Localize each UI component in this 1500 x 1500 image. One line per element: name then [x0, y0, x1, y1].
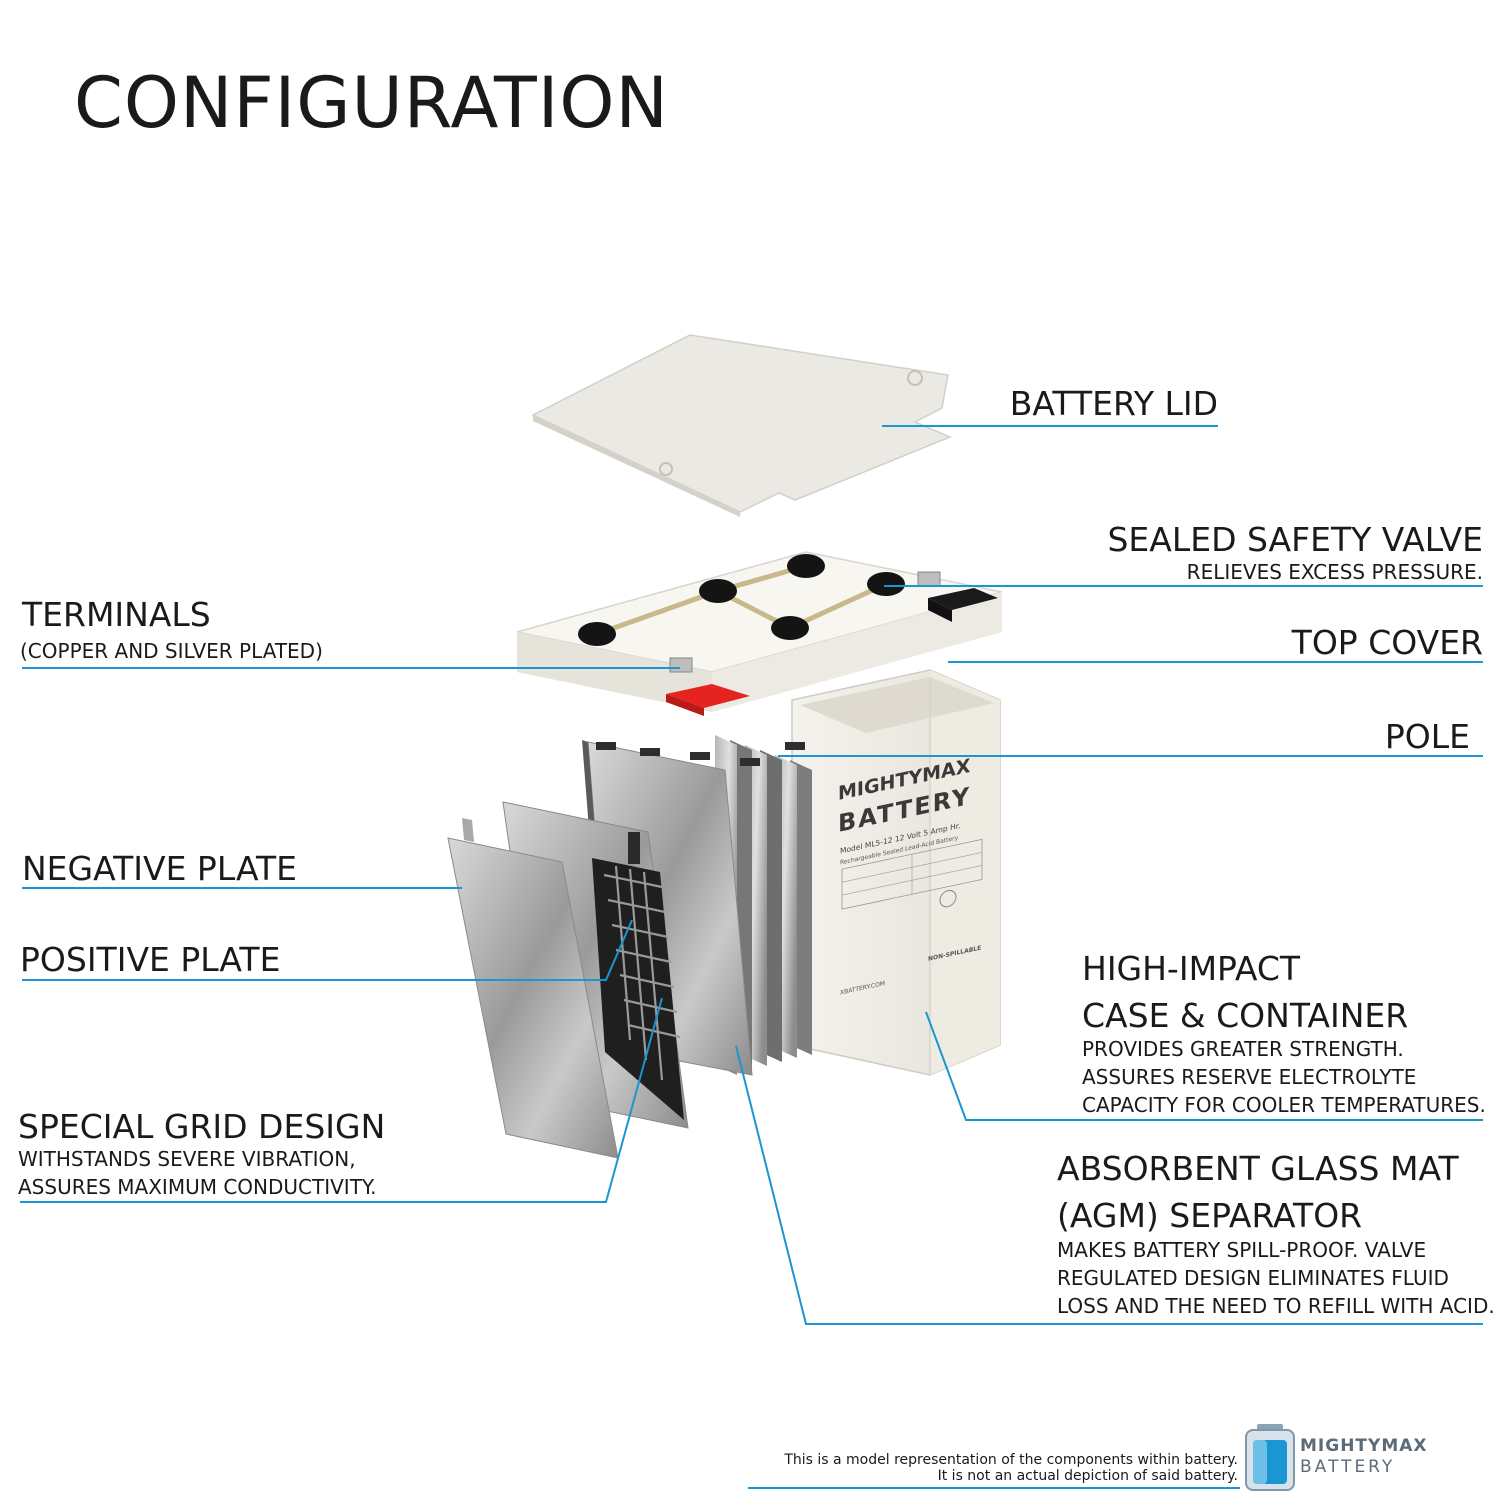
case-label-1: HIGH-IMPACT	[1082, 949, 1301, 988]
battery-lid-piece	[531, 334, 952, 517]
agm-desc-2: REGULATED DESIGN ELIMINATES FLUID	[1057, 1266, 1449, 1290]
grid-desc-2: ASSURES MAXIMUM CONDUCTIVITY.	[18, 1175, 377, 1199]
page-title: CONFIGURATION	[74, 62, 669, 144]
brand-logo-line-1: MIGHTYMAX	[1300, 1436, 1428, 1456]
brand-battery-icon	[1245, 1424, 1295, 1491]
positive-plate-label: POSITIVE PLATE	[20, 940, 281, 979]
cell-cap-2-icon	[699, 579, 737, 603]
terminal-positive-icon	[669, 657, 693, 673]
callout-line-case	[925, 1011, 1483, 1121]
case-desc-3: CAPACITY FOR COOLER TEMPERATURES.	[1082, 1093, 1486, 1117]
terminal-negative-icon	[917, 571, 941, 587]
case-desc-2: ASSURES RESERVE ELECTROLYTE	[1082, 1065, 1417, 1089]
terminals-label: TERMINALS	[22, 595, 211, 634]
safety-valve-desc: RELIEVES EXCESS PRESSURE.	[1186, 560, 1483, 584]
grid-desc-1: WITHSTANDS SEVERE VIBRATION,	[18, 1147, 356, 1171]
cell-cap-3-icon	[787, 554, 825, 578]
case-label-2: CASE & CONTAINER	[1082, 996, 1409, 1035]
terminals-desc: (COPPER AND SILVER PLATED)	[20, 639, 323, 663]
callout-line-grid	[20, 997, 663, 1203]
agm-label-2: (AGM) SEPARATOR	[1057, 1196, 1363, 1235]
pole-label: POLE	[1384, 717, 1470, 756]
cell-cap-1-icon	[578, 622, 616, 646]
agm-label-1: ABSORBENT GLASS MAT	[1057, 1149, 1459, 1188]
cell-cap-4-icon	[771, 616, 809, 640]
brand-logo-line-2: BATTERY	[1300, 1457, 1396, 1477]
negative-plate-label: NEGATIVE PLATE	[22, 849, 297, 888]
footer-disclaimer-2: It is not an actual depiction of said ba…	[937, 1468, 1238, 1484]
callout-line-agm	[735, 1045, 1483, 1325]
agm-desc-1: MAKES BATTERY SPILL-PROOF. VALVE	[1057, 1238, 1427, 1262]
grid-label: SPECIAL GRID DESIGN	[18, 1107, 386, 1146]
pole-pieces	[596, 742, 805, 766]
safety-valve-label: SEALED SAFETY VALVE	[1107, 520, 1483, 559]
footer-disclaimer-1: This is a model representation of the co…	[784, 1452, 1238, 1468]
top-cover-label: TOP COVER	[1291, 623, 1483, 662]
callout-line-positive	[22, 919, 633, 981]
top-cover-piece	[516, 551, 1003, 716]
callout-lines	[20, 425, 1483, 1489]
battery-lid-label: BATTERY LID	[1009, 384, 1218, 423]
battery-case	[791, 669, 1001, 1076]
agm-desc-3: LOSS AND THE NEED TO REFILL WITH ACID.	[1057, 1294, 1495, 1318]
cell-cap-5-icon	[867, 572, 905, 596]
case-desc-1: PROVIDES GREATER STRENGTH.	[1082, 1037, 1404, 1061]
